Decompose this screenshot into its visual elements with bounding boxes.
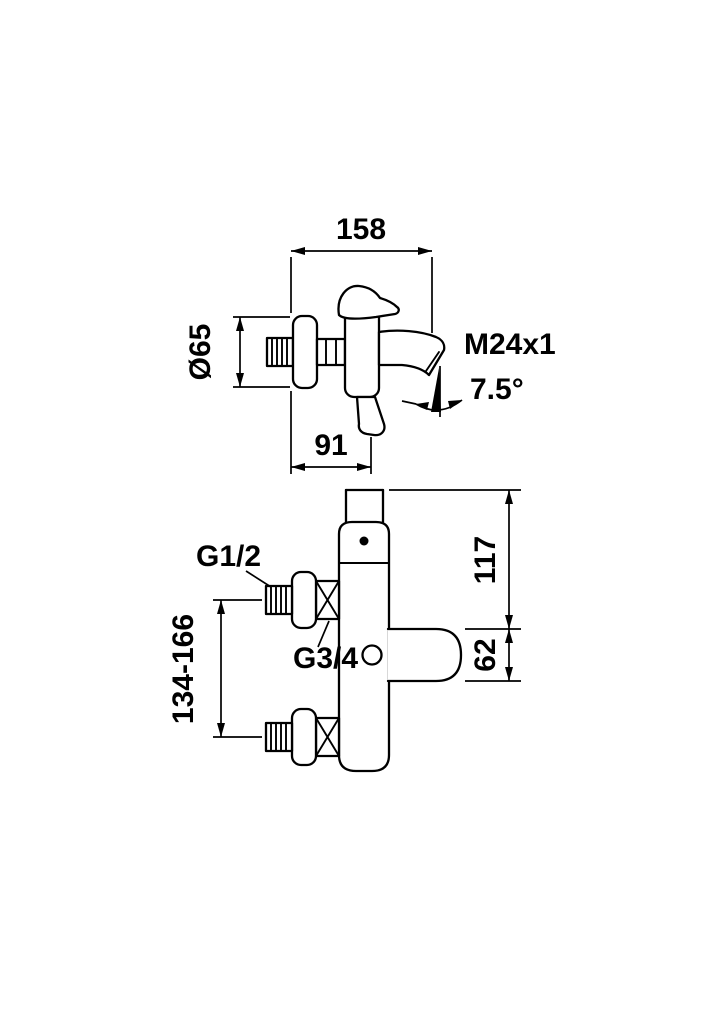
side-lever-handle [337,284,400,320]
dimension-dia65: Ø65 [184,316,290,388]
arrow-right-icon [357,463,371,471]
spout-angle-indicator: 7.5° [401,366,524,417]
side-union-nut [315,337,347,367]
front-connection-top [264,570,341,630]
leader-line [317,620,330,648]
dimension-91: 91 [291,429,372,474]
arrow-right-icon [418,247,432,255]
dimension-158: 158 [290,213,433,474]
arrow-right-icon [448,400,462,409]
dimension-117: 117 [389,489,521,629]
arrow-down-icon [236,373,244,387]
escutcheon-flange [290,570,318,630]
spout-angle-label: 7.5° [470,373,524,406]
spout-outline [377,329,446,377]
side-shower-outlet [355,395,386,437]
dimension-62: 62 [465,628,521,682]
arrow-up-icon [217,600,225,614]
arrow-down-icon [505,615,513,629]
side-mixer-body [343,305,381,399]
nipple-body [264,584,294,616]
dimension-117-label: 117 [469,536,502,584]
dimension-134-166: 134-166 [167,599,262,738]
arrow-up-icon [236,317,244,331]
arrow-left-icon [291,463,305,471]
head-screw-dot [359,536,369,546]
nut-hatch-line [315,580,340,620]
side-escutcheon [291,314,319,390]
diverter-ring [361,644,383,666]
front-connection-bottom [264,707,341,767]
nipple-body [265,336,295,368]
union-thread-callout: G3/4 [293,620,358,675]
leader-line [245,570,272,588]
arrow-down-icon [217,723,225,737]
water-stream-wedge [431,368,441,412]
inlet-thread-label: G1/2 [196,540,261,573]
dimension-91-label: 91 [314,429,347,462]
arrow-up-icon [505,629,513,643]
union-nut-body [315,337,347,367]
dimension-dia65-label: Ø65 [184,324,217,381]
aerator-thread-label: M24x1 [464,328,556,361]
side-spout [377,329,446,377]
dimension-134-166-label: 134-166 [167,614,200,724]
front-spout [386,627,463,683]
nut-hatch-line [315,717,340,757]
nipple-body [264,721,294,753]
arrow-down-icon [505,667,513,681]
arrow-up-icon [505,490,513,504]
aerator-face-line [425,351,440,372]
union-thread-label: G3/4 [293,642,358,675]
arrow-left-icon [291,247,305,255]
front-shower-pipe [344,488,385,524]
angle-arc-tail [401,400,417,405]
dimension-158-label: 158 [336,213,386,246]
front-mixer-body [337,520,391,773]
escutcheon-flange [290,707,318,767]
inlet-thread-callout: G1/2 [196,540,272,588]
arrow-left-icon [416,402,429,410]
side-wall-nipple [265,336,295,368]
dimension-62-label: 62 [469,638,502,671]
front-view: G1/2 G3/4 134-166 117 [167,488,521,773]
side-view: 158 Ø65 [184,213,556,474]
